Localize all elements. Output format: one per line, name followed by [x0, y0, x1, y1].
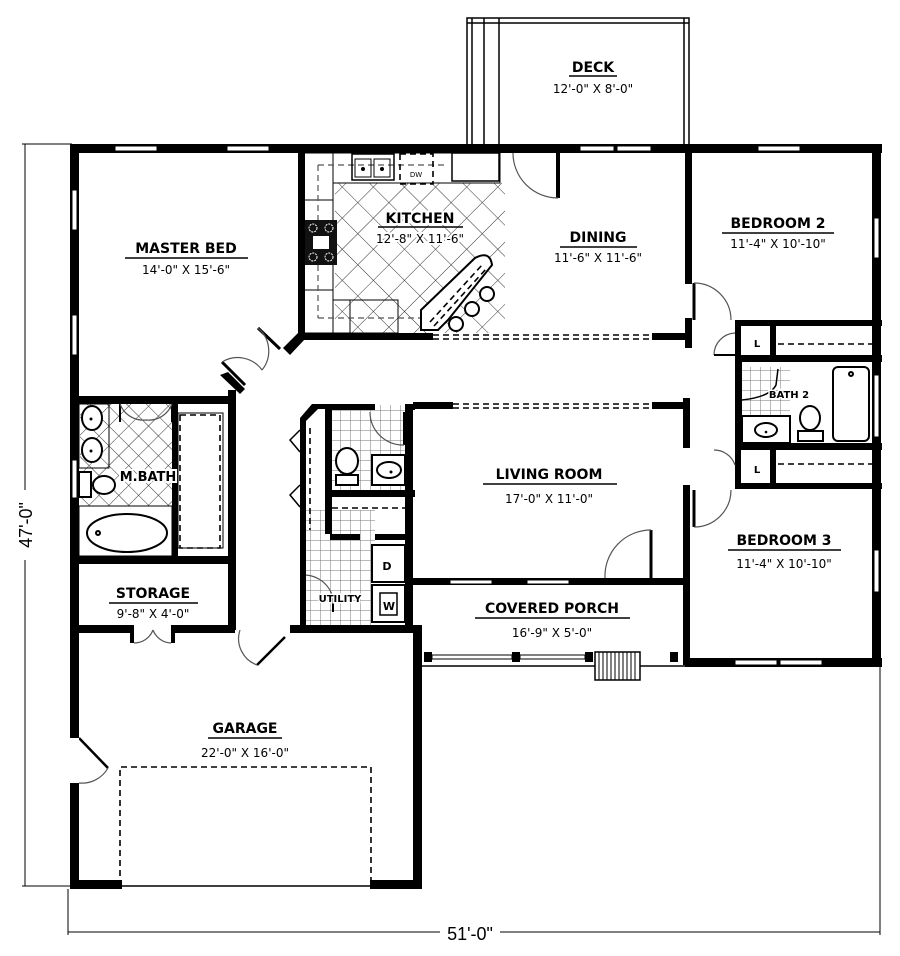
- doors[interactable]: [70, 152, 736, 784]
- kitchen-fixtures: DW: [302, 152, 501, 334]
- washer: [371, 584, 406, 623]
- svg-text:D: D: [382, 560, 391, 573]
- room-label-dining: DINING 11'-6" X 11'-6": [554, 230, 642, 265]
- svg-text:M.BATH: M.BATH: [120, 470, 177, 485]
- svg-text:22'-0" X 16'-0": 22'-0" X 16'-0": [201, 746, 289, 760]
- room-label-living-room: LIVING ROOM 17'-0" X 11'-0": [483, 467, 617, 506]
- covered-porch: [422, 651, 685, 681]
- svg-text:12'-0" X 8'-0": 12'-0" X 8'-0": [553, 82, 633, 96]
- room-label-covered-porch: COVERED PORCH 16'-9" X 5'-0": [475, 601, 630, 640]
- hall-bath-fixtures: [309, 428, 406, 530]
- room-label-utility: UTILITY: [317, 593, 364, 607]
- room-label-bedroom2: BEDROOM 2 11'-4" X 10'-10": [722, 216, 834, 251]
- refrigerator: [451, 152, 500, 182]
- dimension-width: 51'-0": [67, 667, 881, 944]
- closet-label-bed2: L: [754, 339, 761, 350]
- svg-text:W: W: [383, 600, 395, 613]
- master-shower: [177, 412, 224, 549]
- svg-text:MASTER BED: MASTER BED: [135, 241, 236, 257]
- master-toilet: [92, 475, 116, 495]
- closet-shelves: [778, 343, 872, 465]
- master-tub: [86, 513, 168, 553]
- openings: [433, 334, 652, 585]
- hall-sink: [376, 461, 402, 479]
- svg-text:UTILITY: UTILITY: [319, 594, 363, 605]
- room-label-master-bed: MASTER BED 14'-0" X 15'-6": [125, 241, 248, 277]
- svg-text:12'-8" X 11'-6": 12'-8" X 11'-6": [376, 232, 464, 246]
- garage-door: [119, 766, 372, 886]
- svg-text:47'-0": 47'-0": [16, 502, 36, 548]
- range-stove: [305, 220, 337, 265]
- svg-text:11'-6" X 11'-6": 11'-6" X 11'-6": [554, 251, 642, 265]
- kitchen-island-bar: [420, 254, 495, 332]
- room-label-garage: GARAGE 22'-0" X 16'-0": [201, 721, 289, 760]
- svg-text:DW: DW: [410, 171, 422, 179]
- utility-tile-floor: [303, 510, 375, 628]
- svg-text:9'-8" X 4'-0": 9'-8" X 4'-0": [117, 607, 190, 621]
- dishwasher: DW: [399, 153, 434, 185]
- room-label-kitchen: KITCHEN 12'-8" X 11'-6": [374, 209, 466, 248]
- svg-text:BEDROOM 2: BEDROOM 2: [731, 216, 826, 232]
- svg-text:BATH 2: BATH 2: [769, 390, 809, 401]
- svg-text:11'-4" X 10'-10": 11'-4" X 10'-10": [730, 237, 826, 251]
- bath2-fixtures: [741, 366, 870, 444]
- closet-label-bed3: L: [754, 465, 761, 476]
- svg-text:16'-9" X 5'-0": 16'-9" X 5'-0": [512, 626, 592, 640]
- bath2-sink: [754, 422, 778, 438]
- svg-text:COVERED PORCH: COVERED PORCH: [485, 601, 619, 617]
- master-bath-fixtures: [78, 403, 224, 557]
- svg-text:KITCHEN: KITCHEN: [386, 211, 455, 227]
- room-label-master-bath: M.BATH: [118, 468, 179, 487]
- svg-text:14'-0" X 15'-6": 14'-0" X 15'-6": [142, 263, 230, 277]
- svg-text:DECK: DECK: [572, 60, 615, 76]
- kitchen-sink: [351, 153, 395, 181]
- hall-toilet: [335, 447, 359, 475]
- svg-text:51'-0": 51'-0": [447, 924, 493, 944]
- svg-text:LIVING ROOM: LIVING ROOM: [496, 467, 603, 483]
- bath2-tub: [832, 366, 870, 442]
- utility-fixtures: D W: [371, 544, 406, 623]
- svg-text:BEDROOM 3: BEDROOM 3: [737, 533, 832, 549]
- svg-text:DINING: DINING: [570, 230, 627, 246]
- porch-steps: [594, 651, 641, 681]
- bath2-toilet: [799, 405, 821, 431]
- dryer: [371, 544, 406, 583]
- room-label-bedroom3: BEDROOM 3 11'-4" X 10'-10": [728, 533, 841, 571]
- room-label-storage: STORAGE 9'-8" X 4'-0": [109, 586, 198, 621]
- svg-text:17'-0" X 11'-0": 17'-0" X 11'-0": [505, 492, 593, 506]
- room-label-deck: DECK 12'-0" X 8'-0": [553, 60, 633, 96]
- svg-text:11'-4" X 10'-10": 11'-4" X 10'-10": [736, 557, 832, 571]
- svg-text:GARAGE: GARAGE: [213, 721, 278, 737]
- dimension-depth: 47'-0": [16, 143, 72, 887]
- room-label-bath2: BATH 2: [767, 389, 810, 403]
- svg-text:STORAGE: STORAGE: [116, 586, 190, 602]
- windows: [71, 145, 880, 666]
